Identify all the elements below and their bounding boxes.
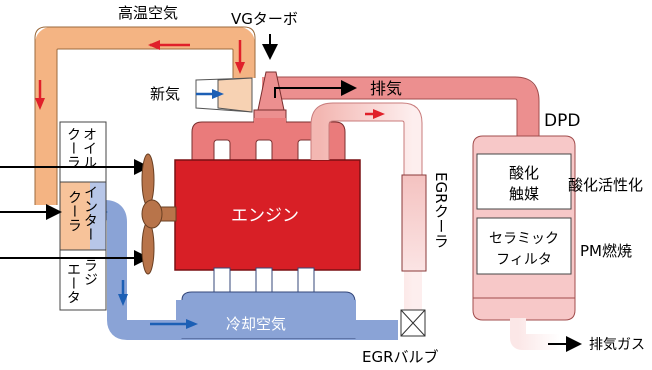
intercooler-label-col2: クーラ: [66, 190, 82, 232]
fan-icon: [141, 153, 177, 275]
egr-valve-label: EGRバルブ: [362, 348, 439, 366]
intercooler-label-col1: インター: [82, 185, 98, 241]
exhaust-pointer: [274, 80, 357, 98]
exhaust-gas-label: 排気ガス: [589, 337, 645, 353]
egr-arrow-head: [373, 109, 385, 119]
dpd-outlet-pipe: [510, 318, 560, 350]
oil-cooler-label-col2: クーラ: [65, 127, 81, 169]
vg-turbo-label: VGターボ: [231, 10, 298, 28]
egr-pipe-outline: [310, 102, 423, 175]
hot-air-arrow-down-head: [235, 62, 245, 74]
oxidation-activity-label: 酸化活性化: [568, 176, 643, 194]
hot-air-arrow-left-head: [148, 40, 160, 50]
hot-air-arrow-left-down-head: [35, 98, 45, 110]
fresh-air-arrow-head: [212, 89, 224, 99]
cooling-air-label: 冷却空気: [226, 315, 286, 333]
cool-air-arrow-bottom-head: [186, 319, 198, 329]
cool-air-pipe: [104, 200, 398, 340]
egr-cooler-label: EGRクーラ: [432, 172, 450, 249]
fresh-air-label: 新気: [150, 85, 180, 103]
radiator-box: [59, 249, 107, 311]
dpd-unit: [472, 135, 576, 321]
intercooler-cool-half: [90, 182, 106, 250]
ceramic-filter-label-line1: セラミック: [489, 231, 559, 247]
pm-combustion-label: PM燃焼: [580, 242, 632, 260]
oxidation-catalyst-label-line1: 酸化: [509, 164, 539, 182]
cooling-air-chamber-inner: [176, 300, 356, 338]
egr-valve-cross: [400, 309, 426, 337]
exhaust-pipe: [262, 77, 539, 138]
hot-air-pipe-outline: [34, 26, 256, 205]
egr-cooler-box: [401, 174, 427, 272]
hot-air-label: 高温空気: [118, 4, 178, 22]
oxidation-catalyst-label-line2: 触媒: [509, 185, 539, 203]
engine-block: [174, 159, 361, 271]
egr-pipe: [311, 103, 422, 322]
cool-air-arrow-down-head: [118, 294, 128, 306]
exhaust-label: 排気: [370, 79, 402, 98]
radiator-label-col1: ラジ: [82, 258, 98, 286]
engine-label: エンジン: [231, 206, 299, 226]
engine-manifold: [191, 118, 346, 165]
radiator-label-col2: エータ: [65, 262, 81, 304]
exhaust-pipe-outline: [275, 76, 540, 138]
oil-cooler-label-col1: オイル: [81, 127, 97, 169]
hot-air-pipe: [35, 27, 255, 205]
dpd-label: DPD: [544, 111, 580, 131]
ceramic-filter-label-line2: フィルタ: [496, 252, 552, 268]
vg-turbo: [195, 71, 287, 123]
